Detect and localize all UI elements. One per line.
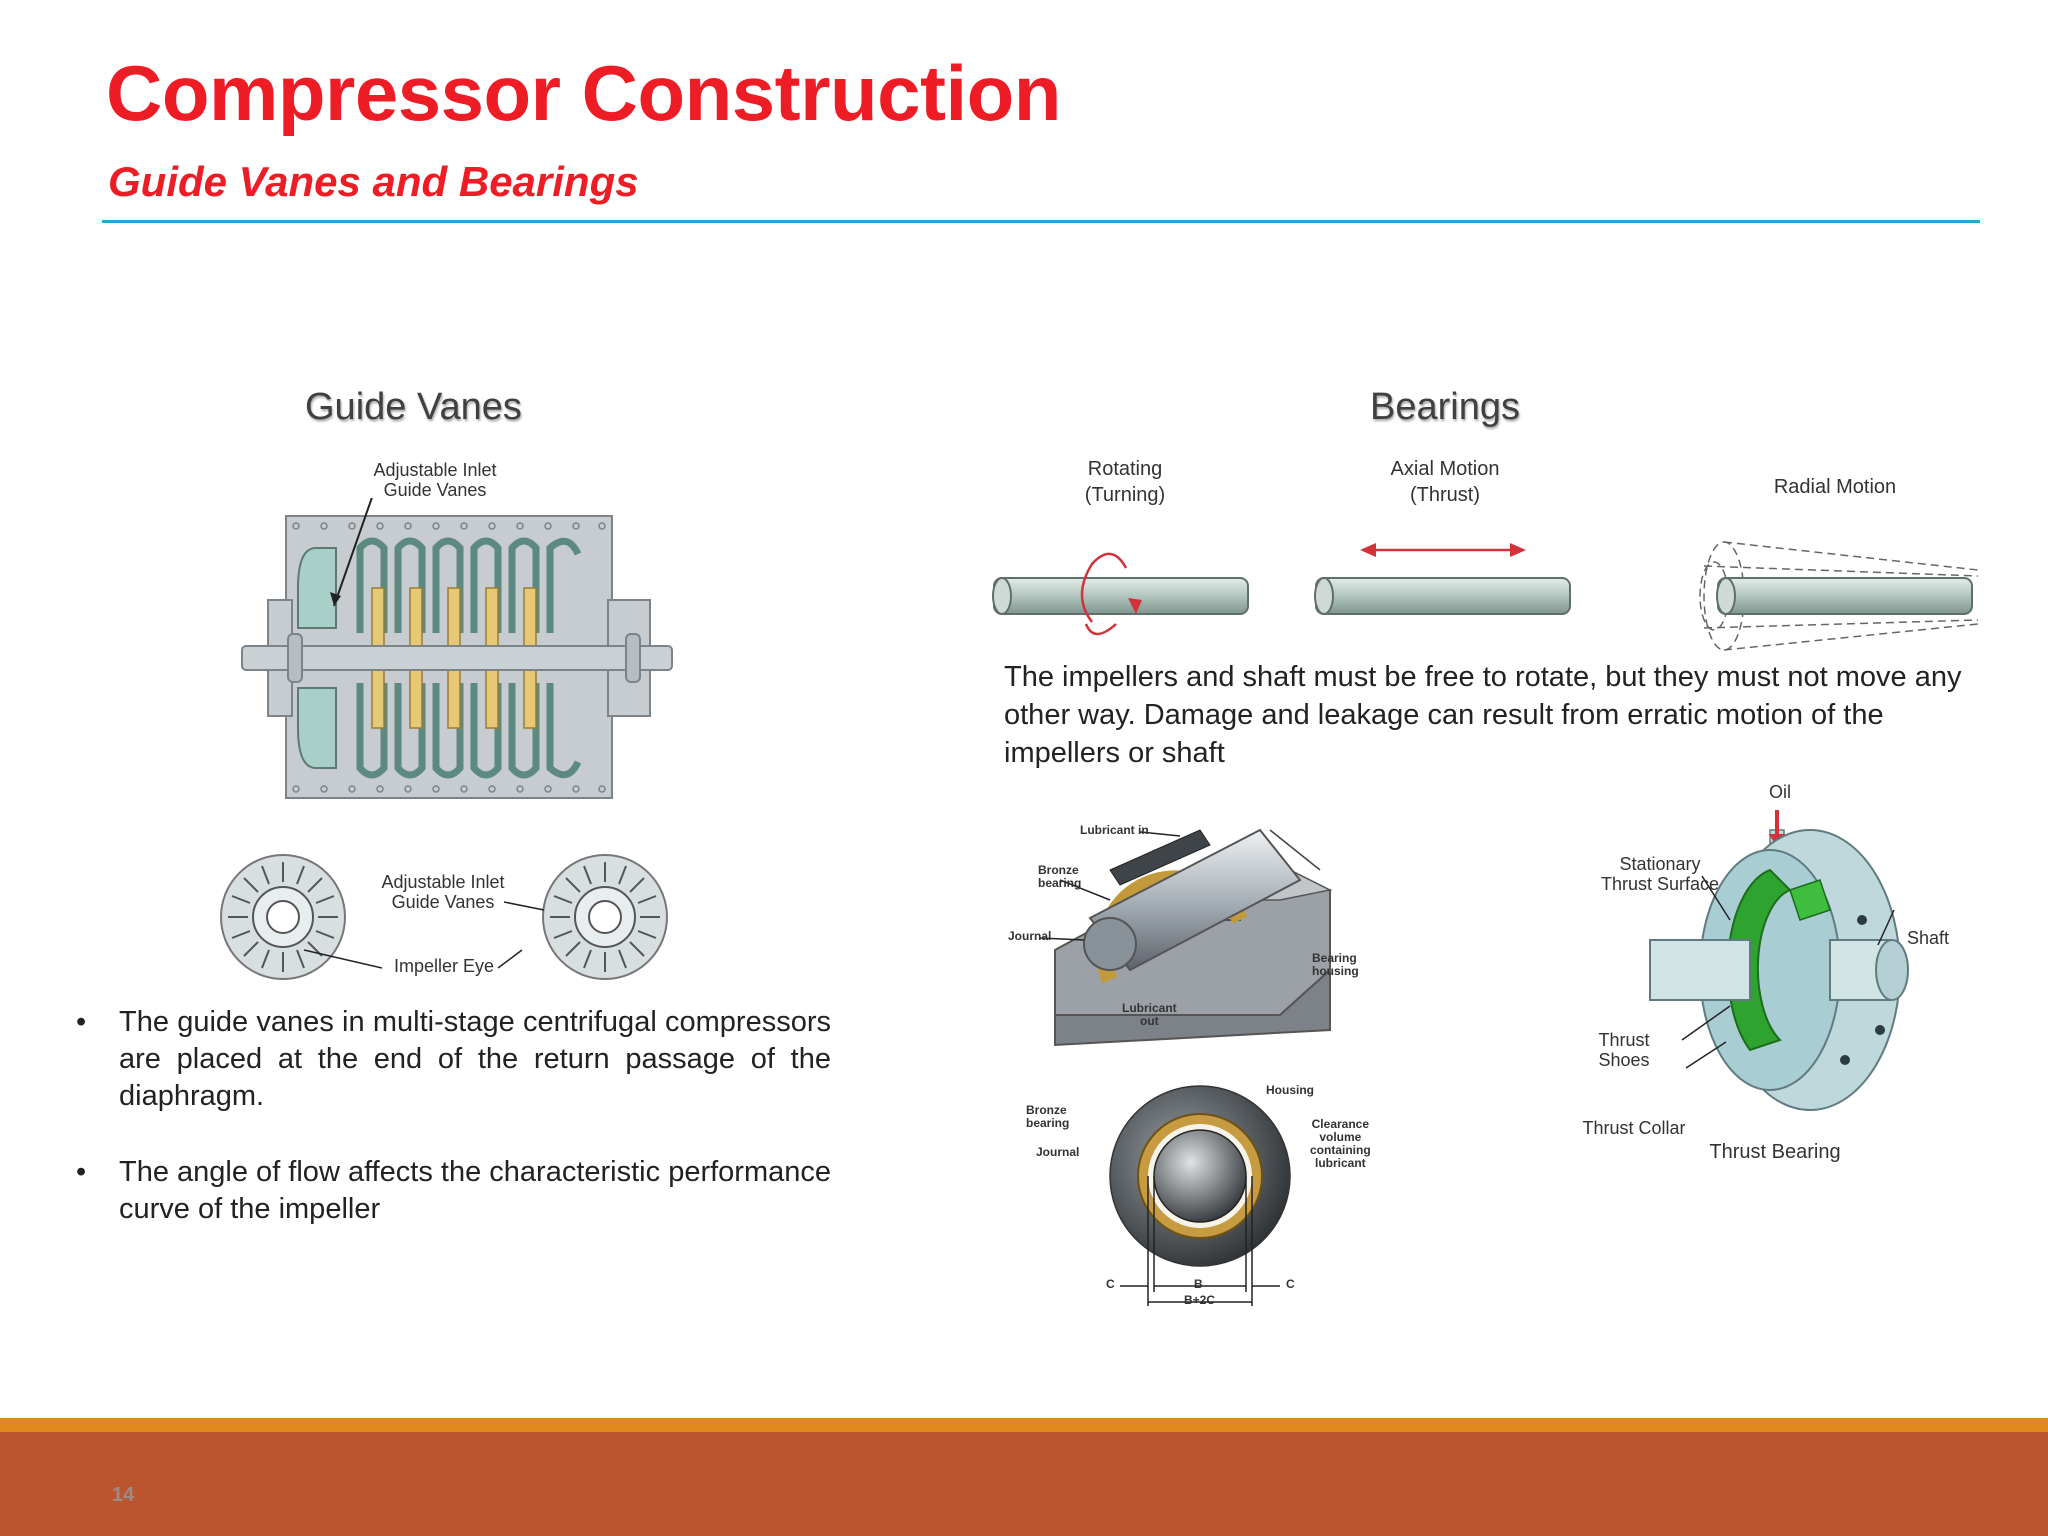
bearings-description: The impellers and shaft must be free to … bbox=[1004, 661, 1962, 769]
housing-label: Housing bbox=[1266, 1083, 1314, 1097]
journal-label: Journal bbox=[1008, 929, 1052, 943]
dimension-c-right-label: C bbox=[1286, 1277, 1295, 1291]
clearance-label: Clearance volume containing lubricant bbox=[1310, 1117, 1371, 1170]
bronze-bearing-label: Bronze bearing bbox=[1038, 863, 1082, 890]
dimension-b2c-label: B+2C bbox=[1184, 1293, 1216, 1307]
guide-vane-ring-left bbox=[220, 854, 346, 980]
footer-accent-band bbox=[0, 1418, 2048, 1432]
lubricant-in-label: Lubricant in bbox=[1080, 823, 1149, 837]
rotating-label: Rotating (Turning) bbox=[1084, 458, 1166, 506]
bearings-heading: Bearings bbox=[1370, 386, 1520, 428]
radial-motion-label: Radial Motion bbox=[1773, 476, 1897, 498]
footer-bar bbox=[0, 1432, 2048, 1536]
bronze-bearing-section-label: Bronze bearing bbox=[1026, 1103, 1070, 1130]
stationary-thrust-surface-label: Stationary Thrust Surface bbox=[1600, 854, 1720, 894]
oil-label: Oil bbox=[1769, 782, 1791, 802]
dimension-c-left-label: C bbox=[1106, 1277, 1115, 1291]
dimension-b-label: B bbox=[1194, 1277, 1203, 1291]
axial-motion-label: Axial Motion (Thrust) bbox=[1390, 458, 1500, 506]
title-divider bbox=[102, 220, 1980, 223]
bearing-housing-label: Bearing housing bbox=[1312, 951, 1359, 978]
guide-vane-ring-right bbox=[542, 854, 668, 980]
bearing-cross-section-diagram bbox=[1109, 1085, 1291, 1306]
shaft-label: Shaft bbox=[1906, 928, 1950, 948]
thrust-collar-label: Thrust Collar bbox=[1582, 1118, 1686, 1138]
journal-section-label: Journal bbox=[1036, 1145, 1080, 1159]
lubricant-out-label: Lubricant out bbox=[1122, 1001, 1177, 1028]
impeller-eye-label: Impeller Eye bbox=[393, 956, 495, 976]
list-item: •The guide vanes in multi-stage centrifu… bbox=[76, 1006, 831, 1112]
guide-vanes-mid-label: Adjustable Inlet Guide Vanes bbox=[381, 872, 505, 912]
thrust-bearing-diagram bbox=[1649, 810, 1909, 1111]
shaft-motion-diagram bbox=[992, 541, 1979, 651]
guide-vanes-leader-lines bbox=[303, 901, 545, 969]
thrust-shoes-label: Thrust Shoes bbox=[1598, 1030, 1650, 1070]
page-subtitle: Guide Vanes and Bearings bbox=[108, 158, 639, 205]
guide-vanes-heading: Guide Vanes bbox=[305, 386, 522, 428]
list-item: •The angle of flow affects the character… bbox=[76, 1156, 831, 1225]
page-number: 14 bbox=[112, 1484, 135, 1506]
guide-vanes-top-label: Adjustable Inlet Guide Vanes bbox=[373, 460, 497, 500]
journal-bearing-diagram bbox=[1039, 828, 1333, 1047]
multistage-compressor-diagram bbox=[241, 498, 673, 799]
thrust-bearing-label: Thrust Bearing bbox=[1709, 1141, 1841, 1163]
page-title: Compressor Construction bbox=[106, 49, 1061, 137]
